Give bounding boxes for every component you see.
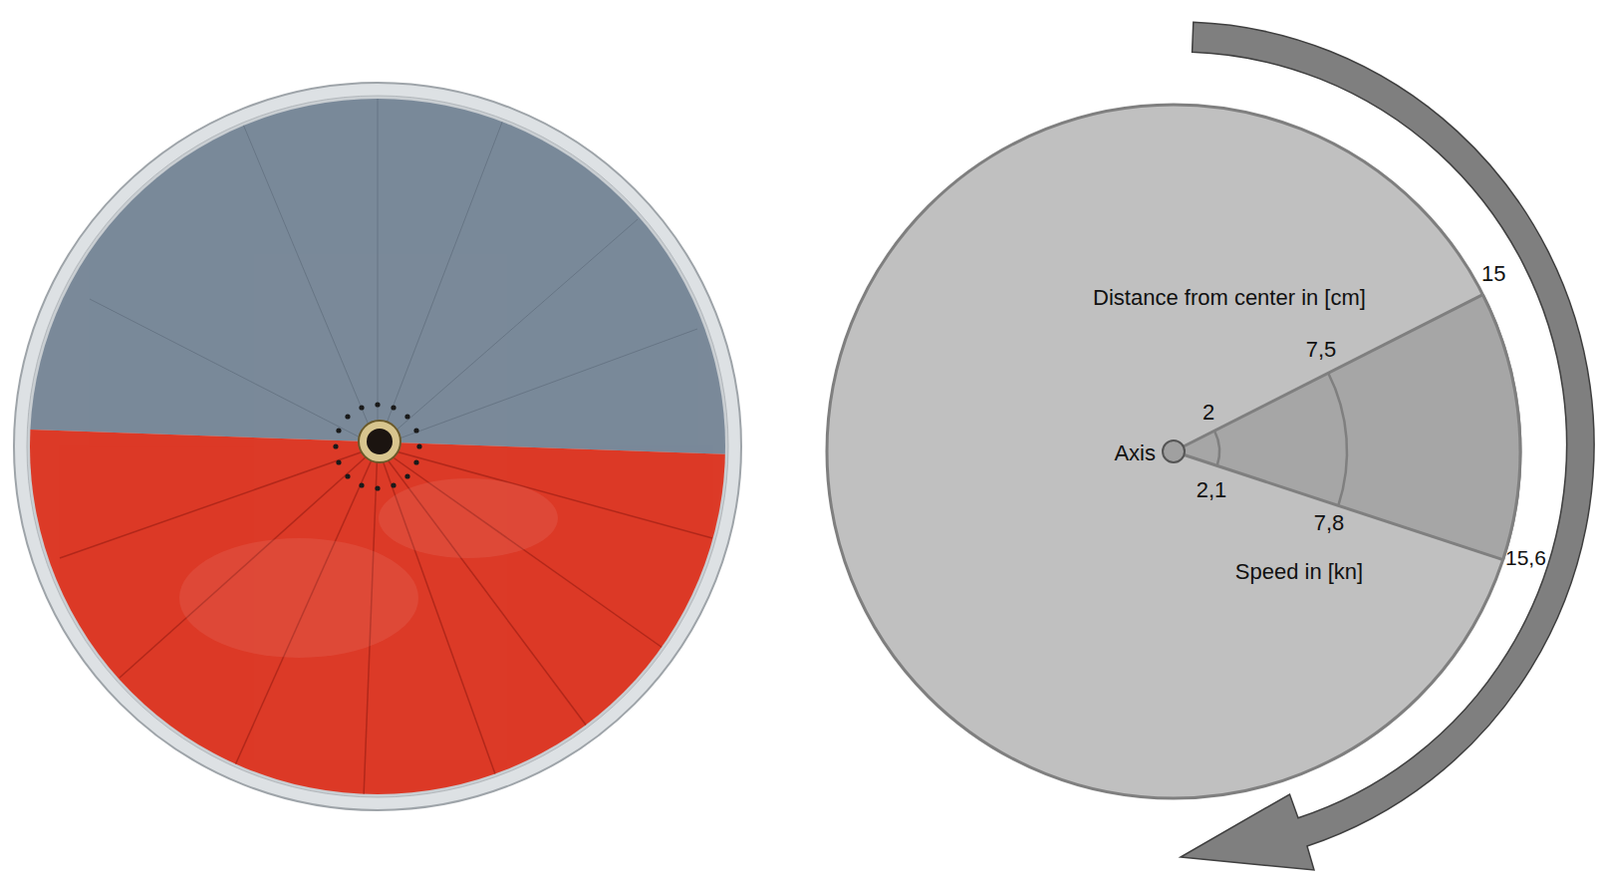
dimension-label: Speed in [kn] bbox=[1235, 558, 1363, 585]
rotation-arrow bbox=[1180, 21, 1595, 870]
disk-outline bbox=[826, 104, 1521, 799]
grey-half bbox=[0, 0, 758, 456]
disk-schematic bbox=[826, 104, 1521, 799]
hub-holes bbox=[332, 401, 422, 491]
radius-line bbox=[1173, 451, 1504, 560]
radius-arc bbox=[1214, 430, 1220, 466]
radius-arc bbox=[1328, 372, 1347, 506]
sector-rim bbox=[1482, 294, 1521, 560]
dimension-label: 15,6 bbox=[1505, 544, 1547, 571]
disk-photo bbox=[0, 0, 758, 879]
axis-label: Axis bbox=[1113, 440, 1156, 467]
grey-seams bbox=[89, 95, 698, 447]
dimension-label: 7,5 bbox=[1306, 336, 1337, 363]
hub-bushing bbox=[358, 420, 401, 463]
hub-bore bbox=[366, 428, 393, 455]
radius-line bbox=[1173, 294, 1483, 452]
axis-symbol bbox=[1162, 440, 1185, 463]
red-seams bbox=[59, 446, 713, 798]
sector bbox=[1173, 294, 1521, 560]
red-half bbox=[0, 428, 758, 879]
dimension-label: 15 bbox=[1481, 261, 1506, 287]
dimension-label: 2 bbox=[1202, 399, 1215, 426]
dimension-label: 7,8 bbox=[1314, 510, 1345, 536]
dimension-label: Distance from center in [cm] bbox=[1092, 284, 1366, 311]
dimension-label: 2,1 bbox=[1196, 477, 1228, 504]
